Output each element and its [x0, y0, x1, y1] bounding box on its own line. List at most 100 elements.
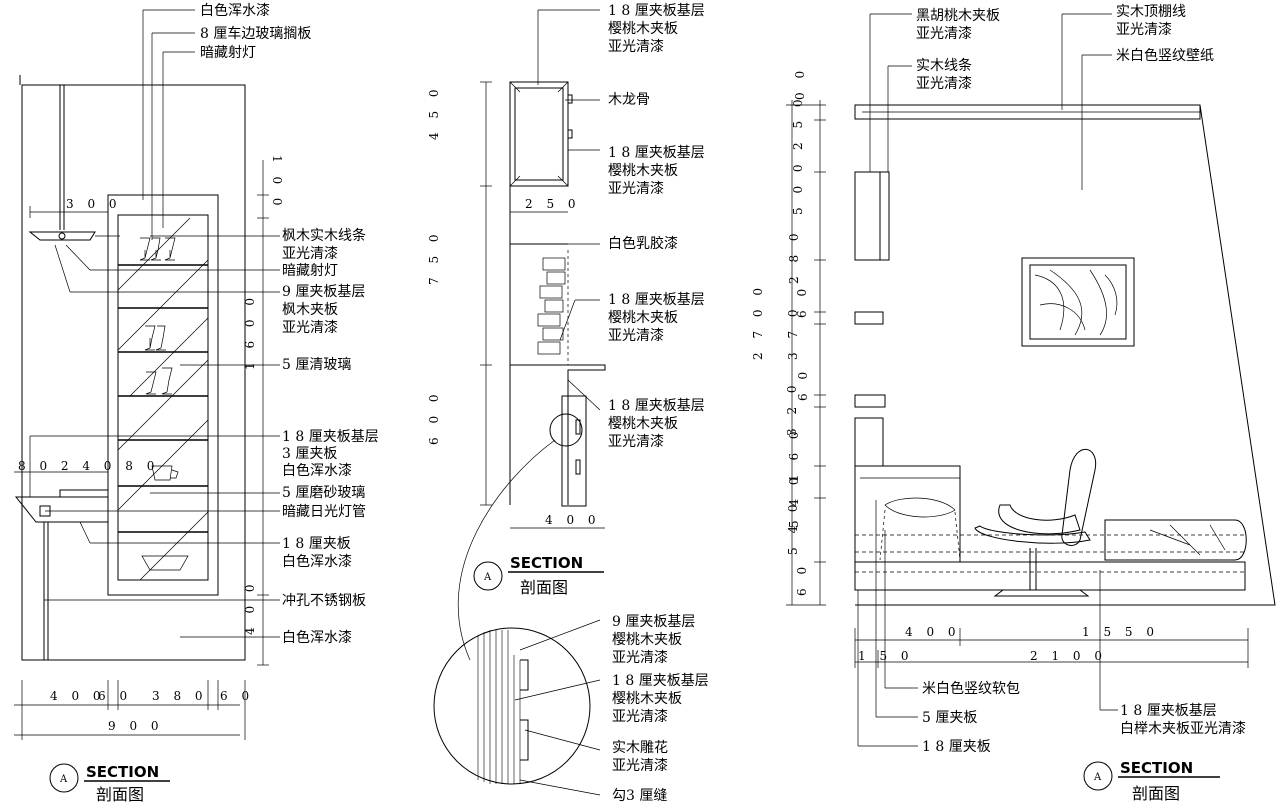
hanging-lamp [28, 231, 96, 241]
left-dim-100: 1 0 0 [270, 155, 284, 211]
title-en: SECTION [86, 763, 159, 781]
left-label-6: 5 厘磨砂玻璃 [282, 484, 365, 501]
mid-label-1b: 樱桃木夹板 [608, 20, 678, 37]
right-dim-seg3: 5 0 0 [791, 159, 805, 215]
right-label-2b: 亚光清漆 [916, 76, 972, 92]
right-dim-seg4: 2 8 0 [787, 228, 801, 284]
left-dim-total: 9 0 0 [108, 719, 164, 733]
right-dim-seg8: 3 2 0 [785, 380, 799, 436]
title-block-middle: A SECTION 剖面图 [473, 554, 604, 597]
title-circle-letter: A [483, 572, 492, 583]
middle-section-drawing: 4 5 0 2 5 0 7 5 0 6 0 0 4 0 0 1 8 厘夹板基层 … [427, 2, 709, 804]
mid-label-4: 白色乳胶漆 [608, 235, 678, 252]
mid-detail-label-2b: 樱桃木夹板 [612, 690, 682, 707]
mid-detail-label-1c: 亚光清漆 [612, 650, 668, 666]
right-dim-seg5: 6 0 [795, 284, 809, 318]
mid-upper-cabinet [509, 81, 569, 187]
right-dim-seg9: 1 6 0 [787, 426, 801, 482]
mid-label-6c: 亚光清漆 [608, 434, 664, 450]
right-dim-seg12: 6 0 [795, 562, 809, 596]
mid-detail-label-1a: 9 厘夹板基层 [612, 613, 695, 630]
right-label-b4a: 1 8 厘夹板基层 [1120, 702, 1217, 719]
mid-dim-250: 2 5 0 [525, 197, 581, 211]
left-label-7: 暗藏日光灯管 [282, 504, 366, 520]
title-circle-letter: A [59, 774, 68, 785]
mid-label-3c: 亚光清漆 [608, 181, 664, 197]
mid-dim-450: 4 5 0 [427, 84, 441, 140]
mid-detail-circle [433, 627, 591, 785]
mid-dim-400: 4 0 0 [545, 513, 601, 527]
right-section-drawing: 2 7 0 0 0 0 2 5 0 5 0 0 2 8 0 6 0 3 7 0 … [751, 4, 1276, 755]
right-room-outline [855, 104, 1276, 606]
title-cn: 剖面图 [1132, 784, 1180, 803]
right-label-4: 米白色竖纹壁纸 [1116, 47, 1214, 64]
mid-dim-750: 7 5 0 [427, 229, 441, 285]
title-cn: 剖面图 [96, 785, 144, 804]
chair-icon [1061, 448, 1097, 546]
left-label-3a: 9 厘夹板基层 [282, 283, 365, 300]
left-label-9: 冲孔不锈钢板 [282, 593, 366, 609]
wine-glass-icon [139, 237, 176, 395]
mid-detail-label-1b: 樱桃木夹板 [612, 631, 682, 648]
left-label-8a: 1 8 厘夹板 [282, 536, 351, 552]
right-dim-2100: 2 1 0 0 [1030, 649, 1107, 663]
mid-detail-label-3b: 亚光清漆 [612, 758, 668, 774]
title-block-right: A SECTION 剖面图 [1083, 759, 1220, 803]
picture-artwork [1034, 269, 1118, 336]
title-en: SECTION [510, 554, 583, 572]
mid-label-5a: 1 8 厘夹板基层 [608, 291, 705, 308]
title-cn: 剖面图 [520, 578, 568, 597]
mid-detail-label-4: 勾3 厘缝 [612, 788, 667, 804]
left-label-5b: 3 厘夹板 [282, 446, 337, 462]
left-label-3b: 枫木夹板 [282, 302, 338, 318]
bowl-icon [141, 555, 189, 571]
left-label-1b: 亚光清漆 [282, 246, 338, 262]
right-label-3b: 亚光清漆 [1116, 22, 1172, 38]
mid-detail-label-2c: 亚光清漆 [612, 709, 668, 725]
right-dim-1550: 1 5 5 0 [1082, 625, 1159, 639]
left-label-top-2: 8 厘车边玻璃搁板 [200, 25, 311, 42]
left-label-10: 白色浑水漆 [282, 629, 352, 646]
right-dim-seg10: 5 4 0 [787, 472, 801, 528]
right-dim-seg1: 0 0 [793, 66, 807, 100]
left-dim-300: 3 0 0 [66, 197, 122, 211]
left-section-drawing: 白色浑水漆 8 厘车边玻璃搁板 暗藏射灯 枫木实木线条 亚光清漆 暗藏射灯 9 … [14, 2, 379, 740]
right-label-2a: 实木线条 [916, 57, 972, 74]
left-dim-b3: 3 8 0 [152, 689, 208, 703]
left-label-top-3: 暗藏射灯 [200, 45, 256, 61]
mid-label-6b: 樱桃木夹板 [608, 415, 678, 432]
mid-detail-label-2a: 1 8 厘夹板基层 [612, 672, 709, 689]
left-label-5a: 1 8 厘夹板基层 [282, 428, 379, 445]
left-dim-1600: 1 6 0 0 [243, 293, 257, 370]
mug-icon [151, 465, 179, 481]
left-label-3c: 亚光清漆 [282, 320, 338, 336]
right-dim-seg6: 3 7 0 [786, 304, 800, 360]
right-label-1b: 亚光清漆 [916, 26, 972, 42]
mid-label-5b: 樱桃木夹板 [608, 309, 678, 326]
wall-shelf [14, 496, 109, 523]
left-label-8b: 白色浑水漆 [282, 553, 352, 570]
right-label-b3: 1 8 厘夹板 [922, 739, 991, 755]
left-dim-small: 8 0 2 4 0 8 0 [18, 459, 159, 473]
left-label-2: 暗藏射灯 [282, 263, 338, 279]
right-label-b1: 米白色竖纹软包 [922, 680, 1020, 697]
right-dim-150: 1 5 0 [858, 649, 914, 663]
left-cabinet-frame [107, 194, 219, 596]
mid-shelf-panel [537, 250, 569, 365]
left-label-5c: 白色浑水漆 [282, 462, 352, 479]
title-en: SECTION [1120, 759, 1193, 777]
left-dim-b2: 6 0 [98, 689, 132, 703]
title-circle-letter: A [1093, 772, 1102, 783]
title-block-left: A SECTION 剖面图 [49, 763, 170, 804]
right-label-b4b: 白榉木夹板亚光清漆 [1120, 721, 1246, 737]
mid-label-1a: 1 8 厘夹板基层 [608, 2, 705, 19]
right-label-b2: 5 厘夹板 [922, 710, 977, 726]
right-dim-total: 2 7 0 0 [751, 283, 765, 360]
left-dim-400: 4 0 0 [243, 579, 257, 635]
mid-label-2: 木龙骨 [608, 92, 650, 108]
mid-label-6a: 1 8 厘夹板基层 [608, 397, 705, 414]
right-dim-seg11: 5 4 0 [786, 499, 800, 555]
desk-cabinet [854, 465, 961, 563]
left-label-top-1: 白色浑水漆 [200, 2, 270, 19]
